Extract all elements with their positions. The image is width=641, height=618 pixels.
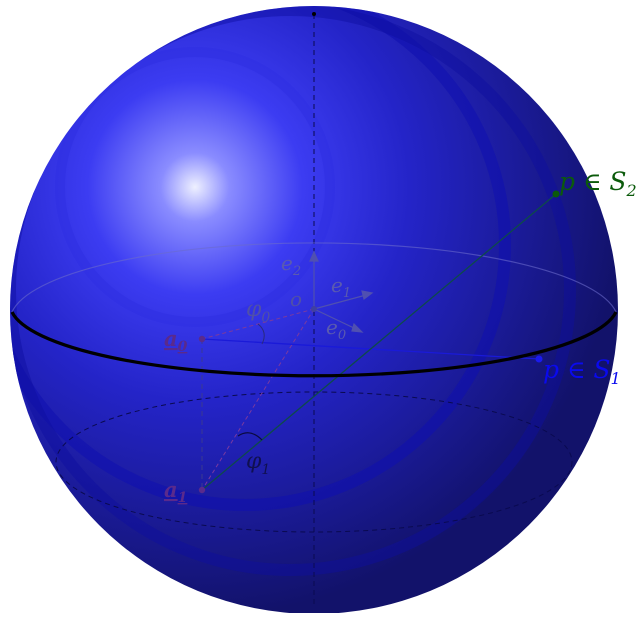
phi0-label: φ0: [246, 297, 270, 326]
e1-label: e1: [331, 273, 351, 301]
a1-to-pS2-line: [201, 193, 557, 491]
pS2-point: [552, 190, 560, 198]
middle-band: [10, 6, 511, 511]
origin-label: o: [290, 287, 302, 311]
phi1-arc: [237, 432, 263, 441]
sphere-bands: [10, 6, 576, 576]
pS2-label: p ∈ S2: [559, 167, 637, 200]
e2-label: e2: [281, 251, 301, 279]
e0-label: e0: [326, 315, 346, 343]
o-a1-dashed: [201, 308, 315, 491]
pS1-label: p ∈ S1: [543, 355, 621, 388]
lower-parallel-dashed: [55, 391, 573, 533]
phi1-label: φ1: [246, 449, 270, 478]
a1-label: a1: [164, 477, 187, 506]
equator-front: [10, 311, 618, 378]
a0-point: [198, 335, 206, 343]
a1-point: [198, 486, 206, 494]
outer-band: [10, 6, 576, 576]
basis-vectors: [309, 250, 374, 333]
north-pole-point: [312, 12, 316, 16]
origin-point: [311, 306, 317, 312]
phi0-arc: [257, 323, 265, 345]
pS1-point: [535, 355, 543, 363]
a0-label: a0: [164, 326, 188, 355]
inner-band: [55, 47, 335, 327]
equator-back: [11, 242, 617, 313]
